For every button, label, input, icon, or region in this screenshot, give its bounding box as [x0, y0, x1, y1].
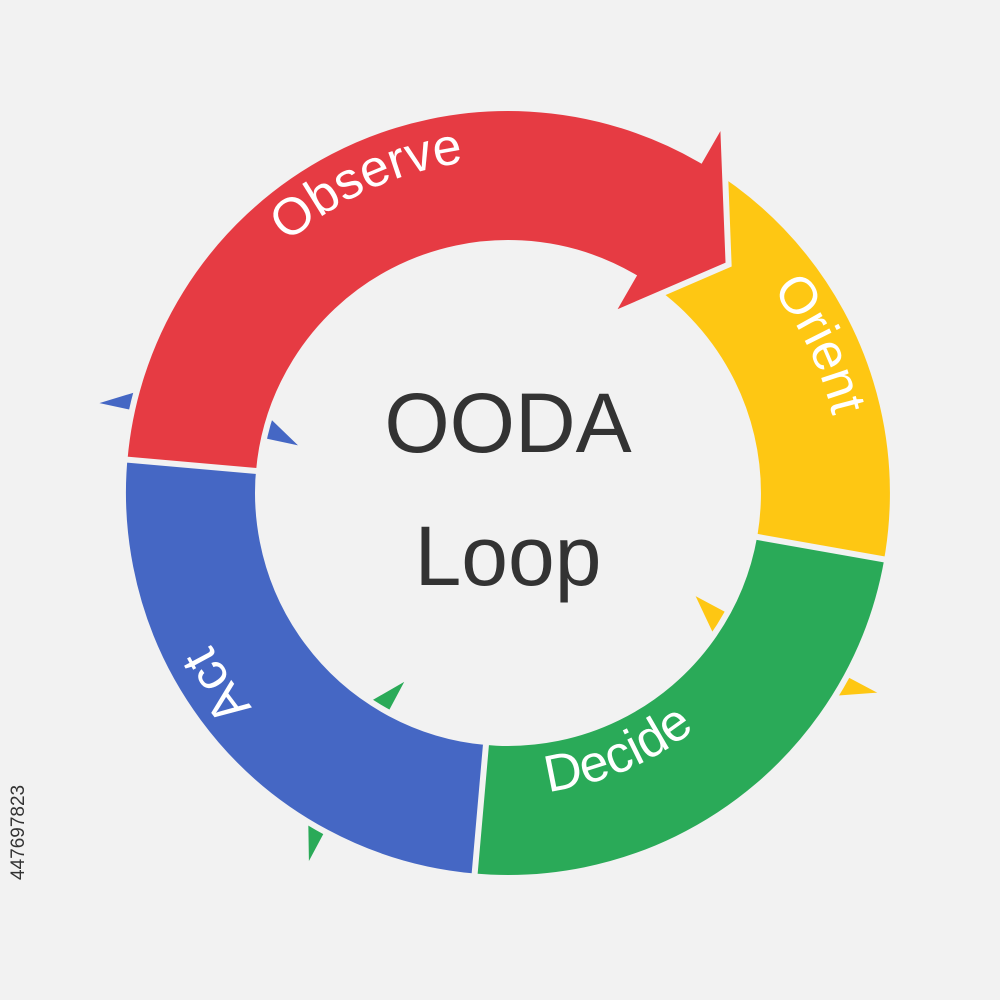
center-title-ooda: OODA — [384, 376, 631, 470]
stock-id-watermark: 447697823 — [8, 784, 29, 880]
arrow-segment-observe — [121, 105, 732, 475]
center-title-loop: Loop — [415, 509, 602, 603]
